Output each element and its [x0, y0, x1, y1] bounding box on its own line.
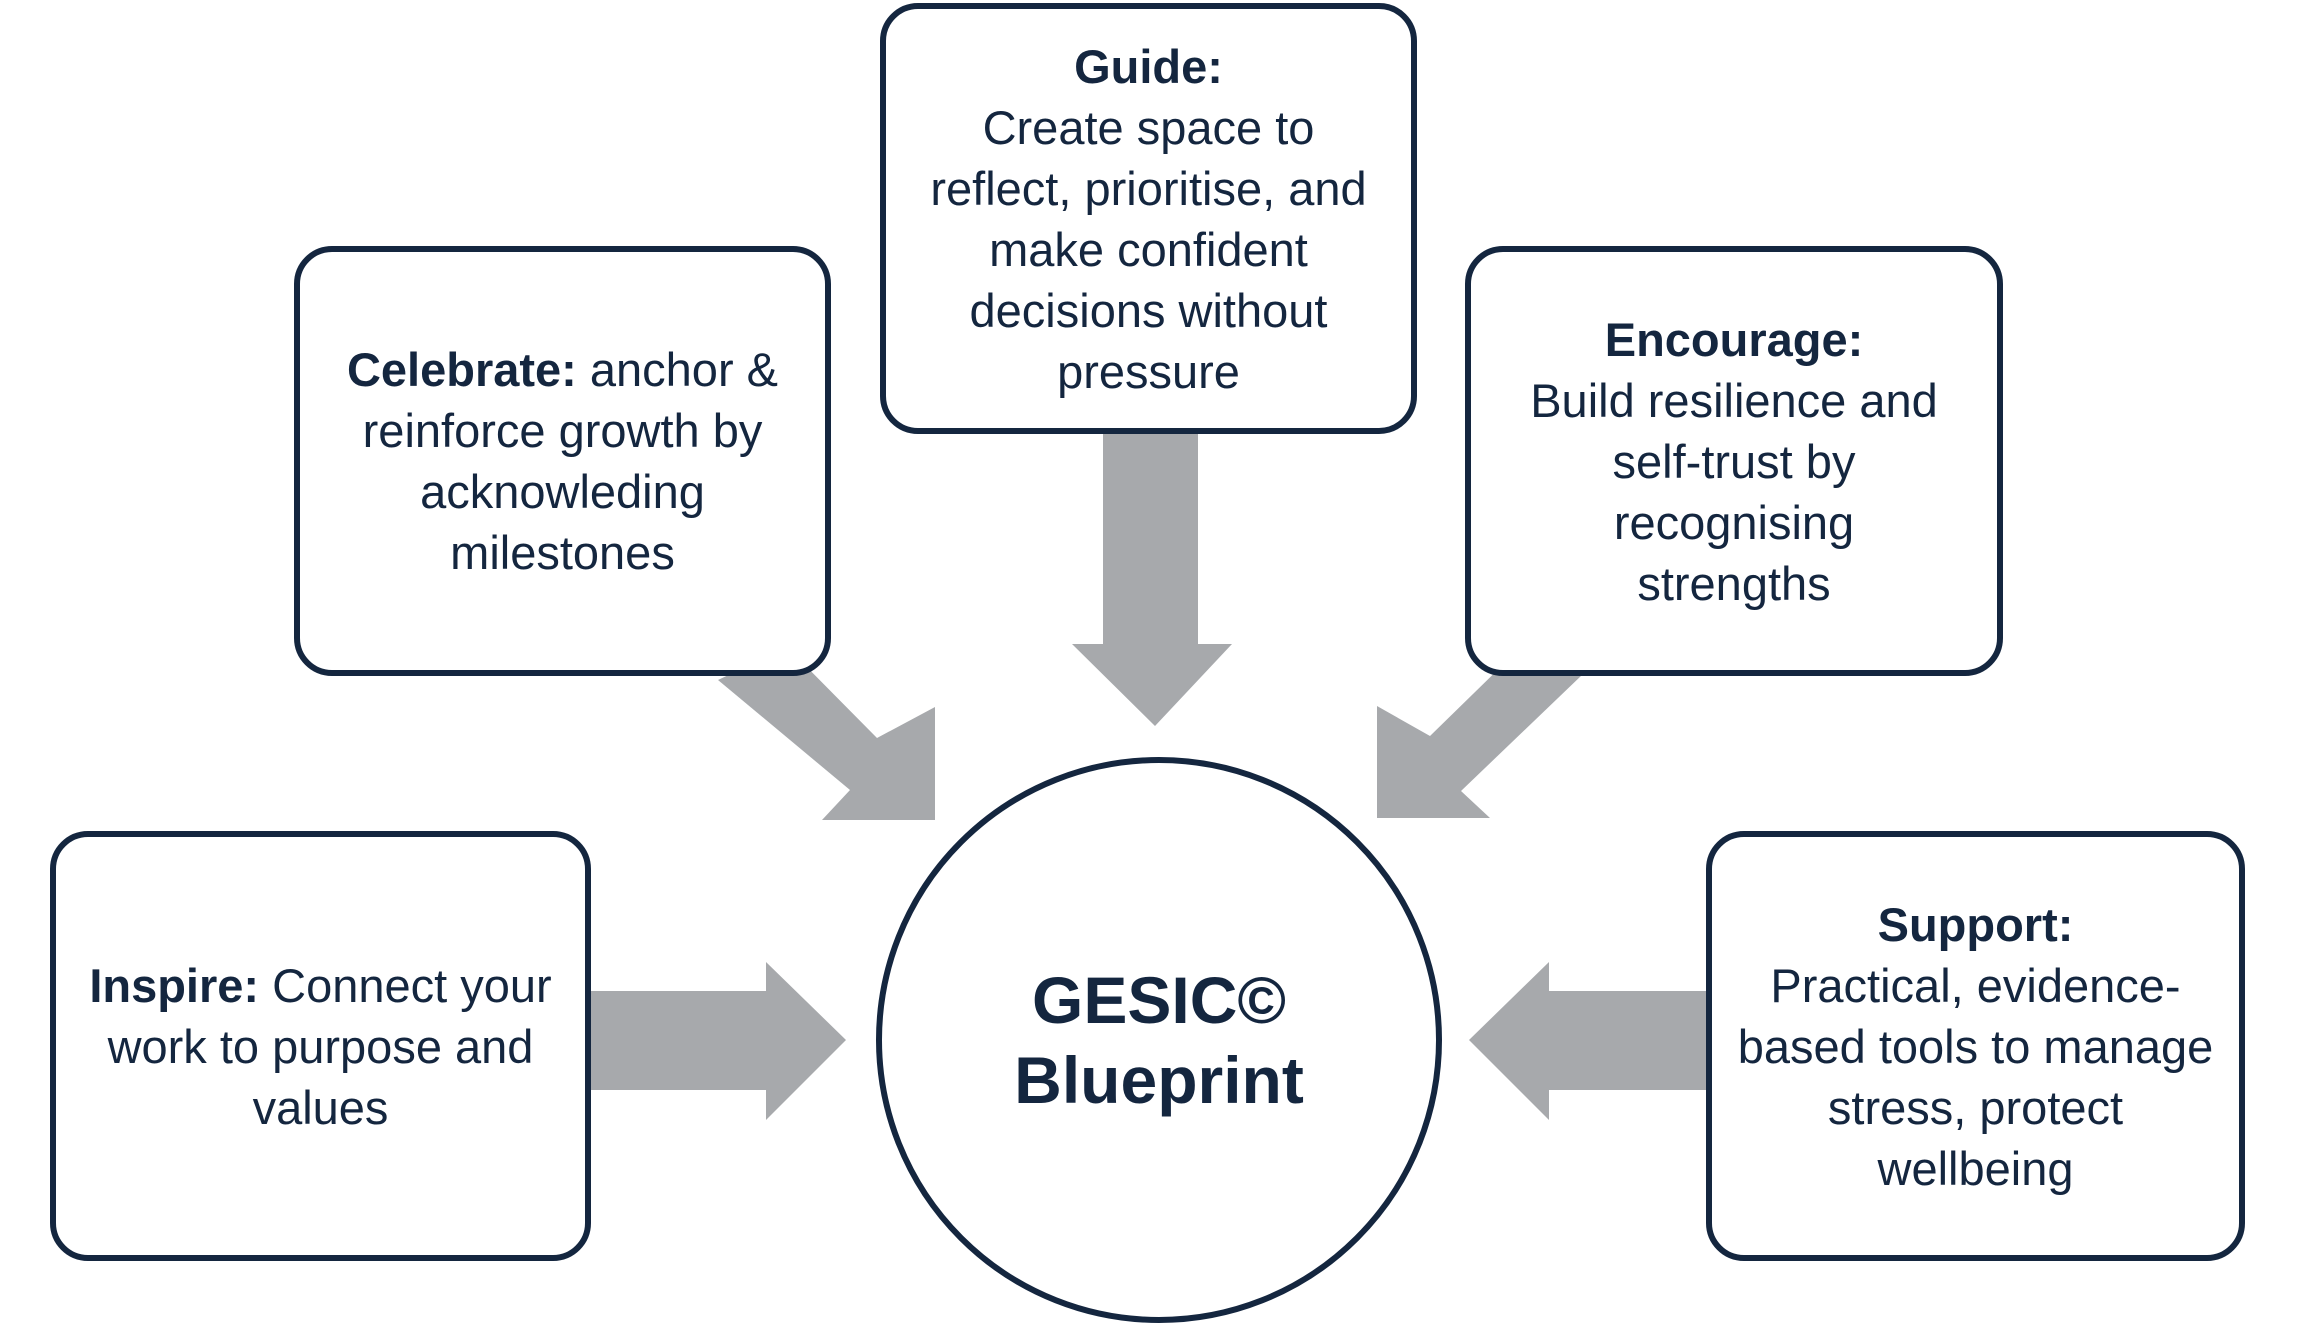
- guide-text: Guide: Create space to reflect, prioriti…: [912, 36, 1385, 402]
- support-text: Support: Practical, evidence-based tools…: [1734, 894, 2217, 1199]
- guide-label: Guide:: [1074, 39, 1223, 93]
- arrow-encourage-to-center: [1377, 651, 1582, 818]
- arrow-support-to-center: [1469, 962, 1706, 1120]
- center-title-line1: GESIC©: [1031, 963, 1286, 1037]
- arrow-inspire-to-center: [591, 962, 846, 1120]
- encourage-box: Encourage: Build resilience and self-tru…: [1465, 246, 2003, 676]
- inspire-description: Connect your work to purpose and values: [107, 958, 552, 1134]
- support-description: Practical, evidence-based tools to manag…: [1737, 958, 2214, 1195]
- guide-box: Guide: Create space to reflect, prioriti…: [880, 3, 1417, 434]
- celebrate-text: Celebrate: anchor & reinforce growth by …: [322, 339, 803, 583]
- guide-description: Create space to reflect, prioritise, and…: [930, 100, 1367, 398]
- inspire-box: Inspire: Connect your work to purpose an…: [50, 831, 591, 1261]
- center-hub-circle: GESIC© Blueprint: [876, 757, 1442, 1323]
- encourage-label: Encourage:: [1604, 312, 1864, 366]
- inspire-text: Inspire: Connect your work to purpose an…: [82, 955, 559, 1138]
- celebrate-description: anchor & reinforce growth by acknowledin…: [362, 343, 779, 579]
- center-title-line2: Blueprint: [1014, 1043, 1304, 1117]
- center-title: GESIC© Blueprint: [1014, 960, 1304, 1120]
- arrow-guide-to-center: [1072, 430, 1232, 726]
- encourage-text: Encourage: Build resilience and self-tru…: [1511, 309, 1957, 614]
- support-label: Support:: [1877, 897, 2074, 951]
- arrow-celebrate-to-center: [718, 647, 935, 820]
- encourage-description: Build resilience and self-trust by recog…: [1530, 373, 1938, 610]
- celebrate-box: Celebrate: anchor & reinforce growth by …: [294, 246, 831, 676]
- support-box: Support: Practical, evidence-based tools…: [1706, 831, 2245, 1261]
- inspire-label: Inspire:: [89, 958, 260, 1012]
- celebrate-label: Celebrate:: [346, 343, 577, 396]
